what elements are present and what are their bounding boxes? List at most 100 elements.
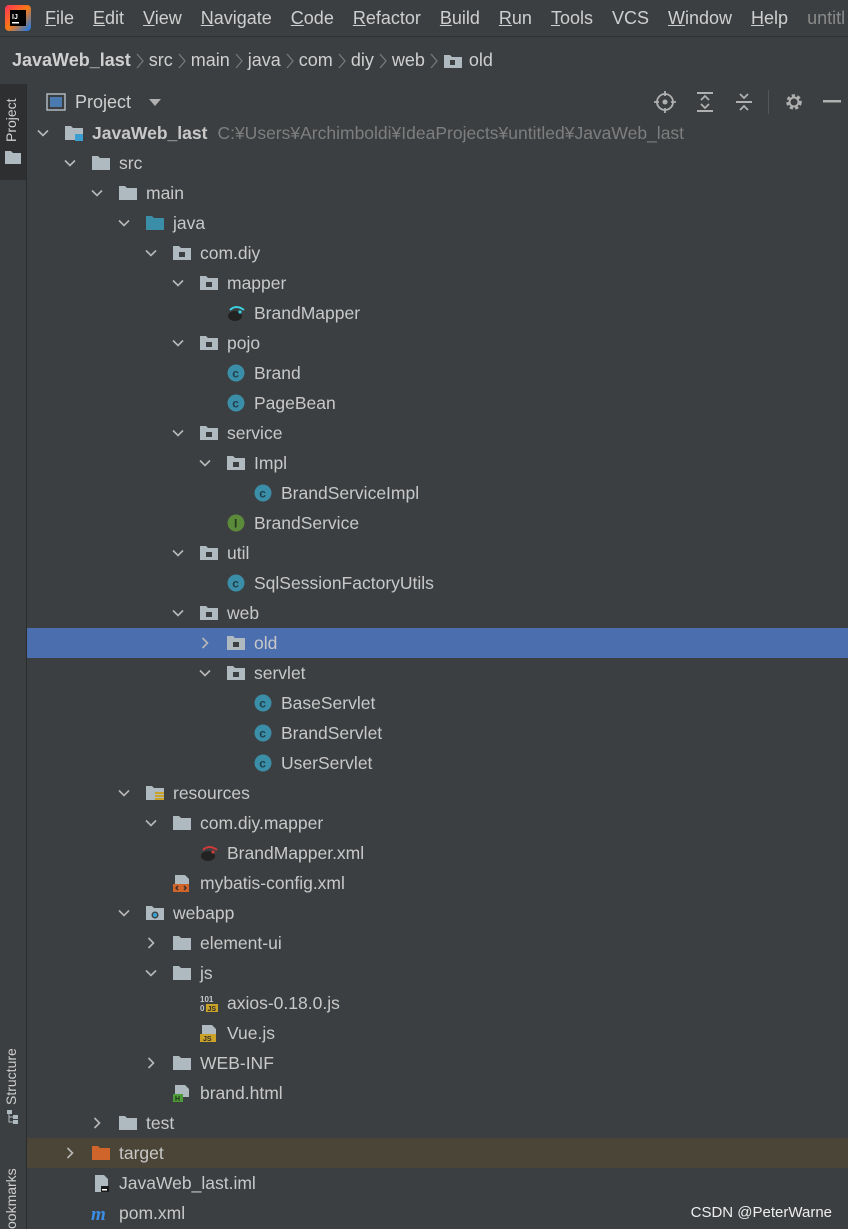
project-tool-tab[interactable]: Project <box>0 84 26 180</box>
breadcrumb-item[interactable]: java <box>247 50 281 70</box>
chevron-down-icon[interactable] <box>172 427 184 439</box>
menu-tools[interactable]: Tools <box>550 8 593 28</box>
menu-file[interactable]: File <box>45 8 75 28</box>
tree-item-label: old <box>254 628 277 658</box>
menu-view[interactable]: View <box>143 8 182 28</box>
menu-build[interactable]: Build <box>439 8 480 28</box>
tree-row[interactable]: servlet <box>27 658 848 688</box>
tree-row[interactable]: old <box>27 628 848 658</box>
tree-item-label: target <box>119 1138 164 1168</box>
tree-row[interactable]: util <box>27 538 848 568</box>
chevron-down-icon[interactable] <box>91 187 103 199</box>
chevron-right-icon[interactable] <box>91 1117 103 1129</box>
structure-tool-tab[interactable]: Structure <box>0 1029 26 1129</box>
tree-item-path: C:¥Users¥Archimboldi¥IdeaProjects¥untitl… <box>217 123 685 143</box>
tree-row[interactable]: Impl <box>27 448 848 478</box>
breadcrumb-item[interactable]: JavaWeb_last <box>12 50 131 70</box>
chevron-right-icon[interactable] <box>145 1057 157 1069</box>
gear-icon[interactable] <box>783 91 805 113</box>
tree-row[interactable]: BrandMapper.xml <box>27 838 848 868</box>
menu-code[interactable]: Code <box>290 8 334 28</box>
tree-row[interactable]: test <box>27 1108 848 1138</box>
tree-row[interactable]: target <box>27 1138 848 1168</box>
breadcrumb-item[interactable]: diy <box>350 50 374 70</box>
chevron-down-icon[interactable] <box>64 157 76 169</box>
tree-row[interactable]: service <box>27 418 848 448</box>
menu-window[interactable]: Window <box>668 8 733 28</box>
chevron-right-icon[interactable] <box>64 1147 76 1159</box>
chevron-right-icon[interactable] <box>199 637 211 649</box>
chevron-down-icon[interactable] <box>172 547 184 559</box>
collapse-all-icon[interactable] <box>734 91 754 113</box>
tree-row[interactable]: webapp <box>27 898 848 928</box>
chevron-down-icon[interactable] <box>148 98 162 107</box>
chevron-down-icon[interactable] <box>199 667 211 679</box>
breadcrumb-item[interactable]: web <box>391 50 425 70</box>
menu-refactor[interactable]: Refactor <box>352 8 421 28</box>
tree-row[interactable]: com.diy.mapper <box>27 808 848 838</box>
tree-row[interactable]: mybatis-config.xml <box>27 868 848 898</box>
tree-item-name: brand.html <box>200 1083 283 1103</box>
tree-row[interactable]: pojo <box>27 328 848 358</box>
menu-edit[interactable]: Edit <box>93 8 125 28</box>
tree-row[interactable]: main <box>27 178 848 208</box>
chevron-down-icon[interactable] <box>37 127 49 139</box>
svg-text:c: c <box>259 727 266 741</box>
chevron-right-icon[interactable] <box>145 937 157 949</box>
tree-item-name: com.diy.mapper <box>200 813 324 833</box>
tree-row[interactable]: JavaWeb_last.iml <box>27 1168 848 1198</box>
breadcrumb-item[interactable]: main <box>190 50 230 70</box>
breadcrumb-item[interactable]: com <box>298 50 333 70</box>
chevron-down-icon[interactable] <box>145 967 157 979</box>
chevron-down-icon[interactable] <box>118 787 130 799</box>
menu-run[interactable]: Run <box>498 8 532 28</box>
tree-row[interactable]: resources <box>27 778 848 808</box>
chevron-down-icon[interactable] <box>145 247 157 259</box>
tree-row[interactable]: WEB-INF <box>27 1048 848 1078</box>
tree-item-name: axios-0.18.0.js <box>227 993 340 1013</box>
menu-help[interactable]: Help <box>751 8 789 28</box>
breadcrumb-item[interactable]: old <box>468 50 493 70</box>
chevron-down-icon[interactable] <box>145 817 157 829</box>
expand-all-icon[interactable] <box>695 91 715 113</box>
chevron-down-icon[interactable] <box>118 907 130 919</box>
intellij-logo-icon[interactable]: IJ <box>5 5 31 31</box>
hide-panel-icon[interactable] <box>823 100 841 104</box>
menu-vcs[interactable]: VCS <box>611 8 649 28</box>
chevron-down-icon[interactable] <box>172 607 184 619</box>
locate-file-icon[interactable] <box>654 91 676 113</box>
chevron-down-icon[interactable] <box>118 217 130 229</box>
chevron-down-icon[interactable] <box>172 277 184 289</box>
tree-row[interactable]: web <box>27 598 848 628</box>
tree-row[interactable]: src <box>27 148 848 178</box>
tree-row[interactable]: mapper <box>27 268 848 298</box>
tree-row[interactable]: com.diy <box>27 238 848 268</box>
tree-row[interactable]: BrandMapper <box>27 298 848 328</box>
chevron-down-icon[interactable] <box>199 457 211 469</box>
tree-row[interactable]: js <box>27 958 848 988</box>
tree-item-label: BaseServlet <box>281 688 375 718</box>
project-panel-title[interactable]: Project <box>75 92 132 112</box>
folder-icon <box>92 156 110 170</box>
bookmarks-tool-tab[interactable]: ookmarks <box>0 1144 26 1229</box>
chevron-down-icon[interactable] <box>172 337 184 349</box>
tree-row[interactable]: java <box>27 208 848 238</box>
menu-navigate[interactable]: Navigate <box>200 8 272 28</box>
breadcrumb-item[interactable]: src <box>148 50 173 70</box>
tree-row[interactable]: element-ui <box>27 928 848 958</box>
tree-item-name: main <box>146 183 184 203</box>
